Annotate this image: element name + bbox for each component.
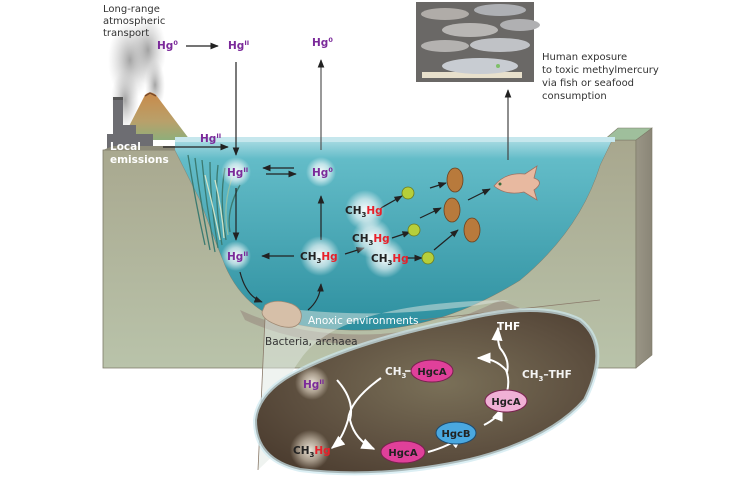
ch3hg-water-3: CH3Hg (371, 253, 409, 267)
svg-text:CH3Hg: CH3Hg (371, 253, 409, 267)
local-emissions-label-1: Local (110, 141, 141, 153)
ch3hg-water-2: CH3Hg (352, 233, 390, 247)
ch3hg-water-main: CH3Hg (300, 251, 338, 265)
svg-text:HgcA: HgcA (417, 367, 446, 378)
hg0-water: Hg0 (312, 166, 333, 179)
svg-text:HgII: HgII (303, 378, 324, 391)
hgcA-enzyme-bottom: HgcA (380, 440, 426, 464)
svg-text:HgII: HgII (200, 132, 221, 145)
hgcB-enzyme: HgcB (435, 421, 477, 445)
svg-text:Hg0: Hg0 (312, 166, 333, 179)
human-exposure-label-1: Human exposure (542, 52, 627, 63)
ch3-thf-label: CH3–THF (522, 369, 572, 383)
long-range-label-2: atmospheric (103, 16, 165, 27)
svg-text:HgcA: HgcA (491, 397, 520, 408)
hgII-sediment: HgII (227, 250, 248, 263)
smoke-plume (108, 15, 166, 130)
ch3-hgcA-complex: CH3 HgcA (385, 359, 454, 383)
water-surface (175, 137, 615, 142)
hgcA-enzyme-right: HgcA (484, 389, 528, 413)
svg-text:HgII: HgII (227, 166, 248, 179)
hg0-atmosphere: Hg0 (157, 39, 178, 52)
ch3hg-cell: CH3Hg (293, 445, 331, 459)
svg-text:CH3Hg: CH3Hg (352, 233, 390, 247)
svg-text:HgII: HgII (228, 39, 249, 52)
hg0-evasion: Hg0 (312, 36, 333, 49)
zooplankton-icon (443, 167, 481, 243)
soil-top (603, 127, 653, 141)
cycle-arrows (163, 42, 512, 311)
svg-text:CH3Hg: CH3Hg (300, 251, 338, 265)
svg-text:CH3Hg: CH3Hg (345, 205, 383, 219)
svg-text:CH3: CH3 (385, 366, 407, 380)
local-emissions-label-2: emissions (110, 154, 169, 166)
anoxic-environments-label: Anoxic environments (308, 315, 419, 327)
anoxic-bacteria-icon (261, 300, 302, 328)
hgII-cell: HgII (303, 378, 324, 391)
phytoplankton-icon (401, 186, 435, 265)
bacterial-cell (252, 308, 600, 476)
volcano-icon (122, 92, 190, 140)
species-glows (221, 157, 405, 470)
soil-side (635, 127, 653, 369)
hgII-deposition: HgII (200, 132, 221, 145)
svg-text:HgII: HgII (227, 250, 248, 263)
svg-text:HgcB: HgcB (441, 429, 470, 440)
hgII-atmosphere: HgII (228, 39, 249, 52)
long-range-label-3: transport (103, 28, 149, 39)
hgII-water: HgII (227, 166, 248, 179)
cell-arrows (330, 326, 510, 453)
human-exposure-label-4: consumption (542, 91, 607, 102)
fish-icon (493, 165, 540, 201)
fish-plate-image (416, 2, 540, 82)
svg-text:Hg0: Hg0 (312, 36, 333, 49)
human-exposure-label-2: to toxic methylmercury (542, 65, 659, 76)
human-exposure-label-3: via fish or seafood (542, 78, 634, 89)
svg-text:Hg0: Hg0 (157, 39, 178, 52)
svg-text:CH3Hg: CH3Hg (293, 445, 331, 459)
ch3hg-water-1: CH3Hg (345, 205, 383, 219)
svg-text:CH3–THF: CH3–THF (522, 369, 572, 383)
long-range-label-1: Long-range (103, 4, 160, 15)
svg-text:HgcA: HgcA (388, 448, 417, 459)
bacteria-archaea-label: Bacteria, archaea (265, 336, 358, 348)
thf-label: THF (497, 321, 520, 333)
